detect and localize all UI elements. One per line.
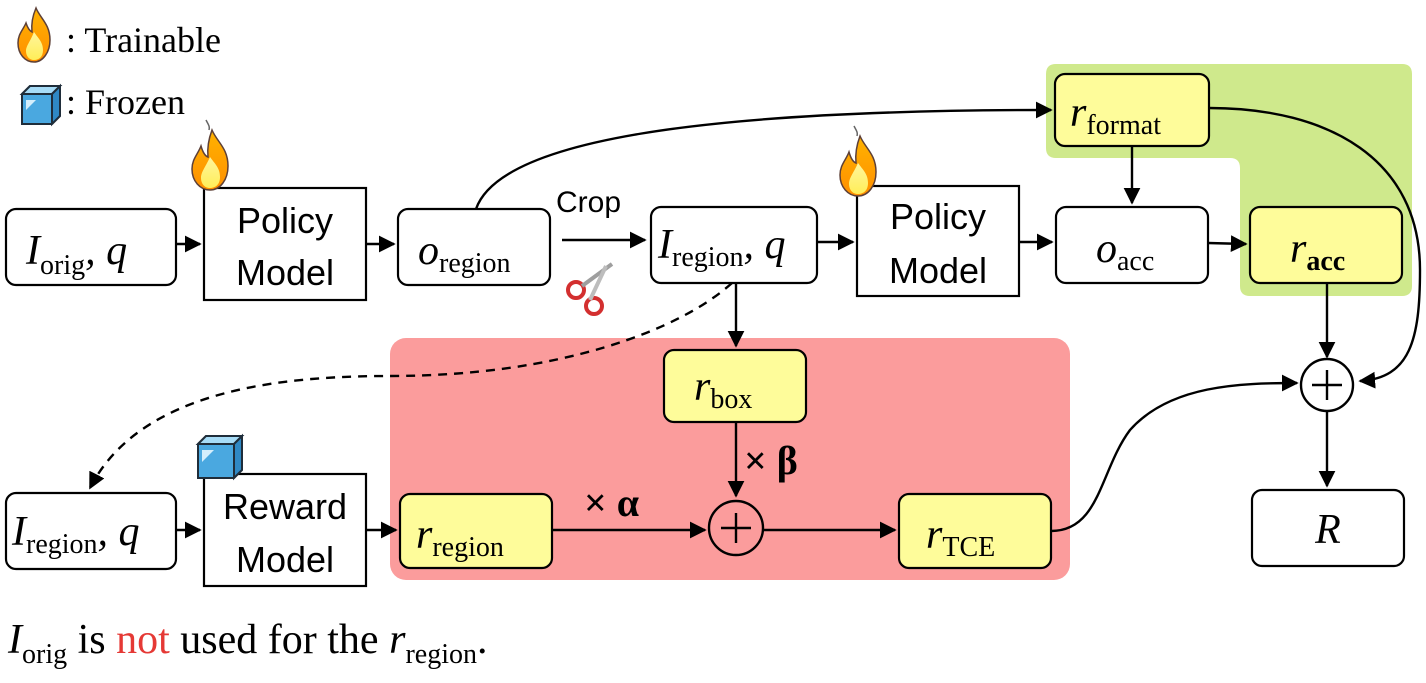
caption: Iorig is not used for the rregion. (8, 612, 487, 683)
flame-icon (839, 125, 877, 197)
svg-text:Iregion, q: Iregion, q (657, 222, 786, 273)
policy-model-1-line2: Model (236, 252, 334, 293)
r-tce-sub: TCE (942, 532, 995, 563)
o-region-box: oregion (396, 207, 552, 287)
reward-model-line1: Reward (223, 486, 347, 527)
r-acc-sub: acc (1306, 246, 1345, 277)
r-tce-main: r (926, 512, 943, 558)
svg-text:Iorig, q: Iorig, q (25, 228, 127, 281)
caption-sub2: region (405, 639, 477, 670)
sum-node-right (1299, 357, 1355, 413)
times-alpha-label: × α (584, 480, 639, 525)
reward-model-line2: Model (236, 539, 334, 580)
ice-cube-icon (195, 433, 245, 481)
o-region-sub: region (439, 248, 511, 279)
input-region-bottom-sub: region (26, 529, 98, 560)
r-acc-main: r (1290, 226, 1307, 272)
final-reward-box: R (1250, 488, 1406, 568)
caption-sub: orig (22, 639, 68, 670)
r-acc-box: racc (1248, 205, 1404, 285)
svg-text:oacc: oacc (1096, 226, 1154, 277)
policy-model-1-line1: Policy (237, 200, 333, 241)
svg-text:oregion: oregion (418, 228, 511, 279)
flame-icon (191, 119, 229, 191)
crop-label: Crop (556, 186, 621, 219)
caption-text2: used for the (169, 617, 390, 663)
r-format-box: rformat (1053, 72, 1211, 148)
r-tce-box: rTCE (897, 492, 1053, 570)
o-region-main: o (418, 228, 439, 274)
svg-text:rformat: rformat (1070, 90, 1161, 141)
ice-cube-icon (19, 83, 63, 127)
policy-model-2-box: Policy Model (855, 184, 1021, 298)
input-region-top-box: Iregion, q (649, 205, 819, 285)
policy-model-1-box: Policy Model (202, 186, 368, 302)
input-region-bottom-box: Iregion, q (4, 491, 178, 571)
caption-end: . (476, 617, 488, 663)
final-reward-label: R (1314, 507, 1341, 553)
input-region-top-sub: region (672, 242, 744, 273)
caption-highlight: not (116, 617, 170, 663)
r-box-main: r (694, 364, 711, 410)
r-box-sub: box (710, 384, 752, 415)
caption-main: I (8, 617, 22, 663)
sum-node-center (707, 499, 765, 557)
input-orig-main: I (25, 228, 42, 274)
r-box-box: rbox (662, 348, 808, 424)
times-beta-label: × β (744, 438, 798, 483)
reward-model-box: Reward Model (202, 472, 368, 588)
legend-frozen-label: : Frozen (66, 82, 185, 122)
r-region-sub: region (432, 532, 504, 563)
svg-text:Iregion, q: Iregion, q (11, 509, 140, 560)
input-orig-suffix: , q (85, 228, 127, 274)
legend: : Trainable : Frozen (17, 6, 221, 127)
o-acc-sub: acc (1117, 246, 1154, 277)
flame-icon (17, 6, 51, 63)
o-acc-box: oacc (1054, 205, 1210, 285)
svg-text:rbox: rbox (694, 364, 752, 415)
input-region-bottom-main: I (11, 509, 28, 555)
policy-model-2-line1: Policy (890, 196, 986, 237)
svg-text:rregion: rregion (416, 512, 504, 563)
svg-text:racc: racc (1290, 226, 1345, 277)
o-acc-main: o (1096, 226, 1117, 272)
r-format-main: r (1070, 90, 1087, 136)
caption-main2: r (389, 617, 406, 663)
input-region-top-main: I (657, 222, 674, 268)
legend-trainable-label: : Trainable (66, 20, 221, 60)
caption-text1: is (67, 617, 117, 663)
input-orig-sub: orig (40, 250, 85, 281)
r-region-main: r (416, 512, 433, 558)
scissors-icon (566, 262, 614, 316)
input-region-bottom-suffix: , q (98, 509, 140, 555)
policy-model-2-line2: Model (889, 250, 987, 291)
svg-text:rTCE: rTCE (926, 512, 995, 563)
r-region-box: rregion (398, 492, 554, 570)
r-format-sub: format (1086, 110, 1161, 141)
input-region-top-suffix: , q (744, 222, 786, 268)
input-orig-box: Iorig, q (4, 207, 178, 287)
